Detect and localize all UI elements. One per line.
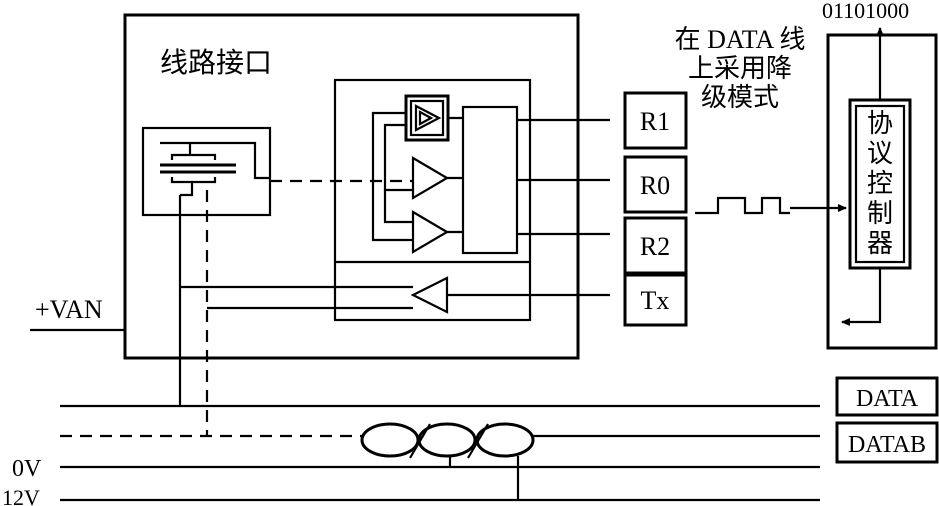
receiver-amplifier-2-icon	[411, 210, 450, 254]
degraded-mode-note: 在 DATA 线 上采用降 级模式	[675, 25, 806, 112]
tx-label: Tx	[641, 286, 670, 315]
r1-label: R1	[640, 107, 670, 136]
tx-frame	[623, 273, 688, 327]
transformer-bottom-winding	[170, 177, 217, 184]
controller-label-char: 控	[867, 169, 893, 198]
transceiver-frame	[333, 78, 532, 322]
comparator-inner-triangle-icon	[418, 110, 434, 126]
twist-ellipse-1	[360, 422, 420, 458]
data-label-frame	[835, 376, 939, 417]
r2-label: R2	[640, 232, 670, 261]
data-bus-label: DATA	[835, 376, 939, 417]
bit-pattern: 01101000	[822, 0, 909, 23]
transceiver-block	[333, 78, 532, 322]
feedback-wire-a	[371, 111, 413, 242]
twist-ellipse-3	[475, 422, 535, 458]
signal-tx: Tx	[623, 273, 688, 327]
controller-label-char: 制	[867, 199, 893, 228]
datab-bus-label: DATAB	[835, 421, 939, 464]
note-line-2: 上采用降	[688, 54, 792, 83]
r0-frame	[623, 155, 688, 214]
twist-ellipse-2	[417, 422, 477, 458]
line-interface-frame	[123, 13, 580, 360]
controller-label-char: 器	[867, 229, 893, 258]
note-line-1: 在 DATA 线	[675, 25, 806, 54]
r2-frame	[623, 216, 688, 275]
protocol-controller-module: 协议控制器	[826, 27, 938, 350]
zero-v-label: 0V	[12, 456, 42, 482]
controller-inner-frame	[854, 104, 906, 264]
data-label: DATA	[856, 386, 919, 412]
return-left-arrow	[841, 268, 882, 326]
transformer-core	[160, 163, 236, 174]
feedback-wire-b	[383, 123, 413, 192]
comparator-outer-frame	[404, 94, 450, 142]
r1-frame	[623, 91, 688, 150]
supply-label: +VAN	[35, 295, 103, 324]
amplifier-output-wires	[447, 116, 463, 234]
pulse-waveform	[695, 196, 846, 213]
signal-r0: R0	[623, 155, 688, 214]
transformer-top-winding	[170, 143, 217, 160]
twelve-v-label: 12V	[2, 485, 40, 506]
datab-label: DATAB	[848, 432, 926, 458]
twisted-pair-symbol	[360, 422, 535, 500]
boxed-comparator	[404, 94, 450, 142]
transmitter-amplifier-icon	[410, 276, 449, 314]
controller-label-char: 议	[867, 139, 893, 168]
comparator-triangle-icon	[414, 104, 442, 132]
line-interface-block: 线路接口	[123, 13, 580, 360]
line-interface-label: 线路接口	[160, 47, 272, 79]
logic-block	[461, 105, 519, 255]
transformer-output-wire	[160, 141, 270, 180]
twist-slashes	[409, 423, 489, 459]
receiver-amplifier-1-icon	[411, 156, 450, 200]
controller-label: 协议控制器	[867, 109, 893, 258]
signal-r2: R2	[623, 216, 688, 275]
controller-label-char: 协	[867, 109, 893, 138]
comparator-inner-frame	[409, 99, 445, 137]
feedback-wire-c	[383, 190, 413, 224]
datab-label-frame	[835, 421, 939, 464]
signal-r1: R1	[623, 91, 688, 150]
note-line-3: 级模式	[701, 83, 779, 112]
r0-label: R0	[640, 171, 670, 200]
transformer-tap-wire	[180, 182, 194, 197]
